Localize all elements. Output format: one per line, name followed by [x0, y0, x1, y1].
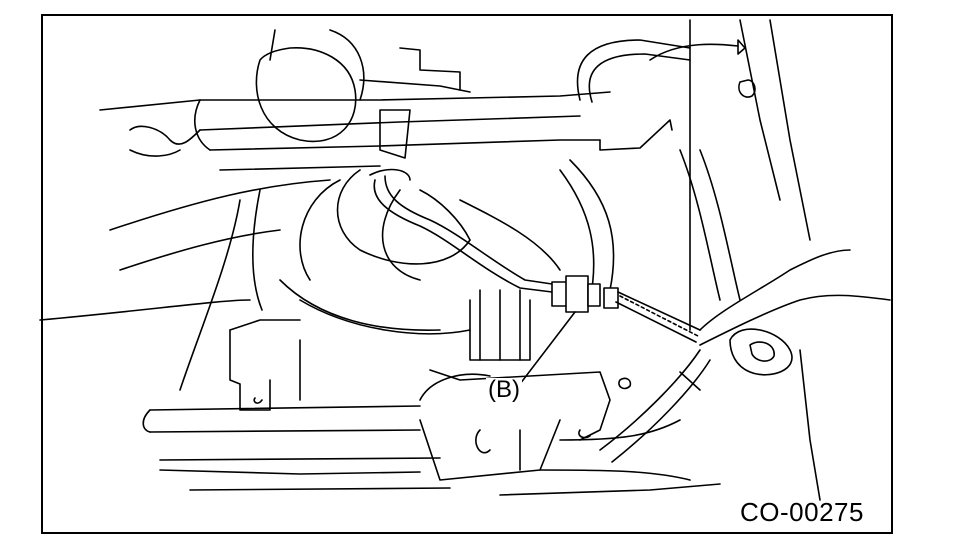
background-structure	[39, 179, 331, 391]
figure-code: CO-00275	[740, 497, 864, 527]
reservoir-tank	[255, 29, 365, 143]
diagram-frame	[41, 14, 893, 534]
right-body-panel	[576, 19, 891, 501]
lower-frame-rails	[142, 289, 721, 496]
radiator-hose	[279, 159, 615, 335]
upper-cross-member	[99, 47, 611, 171]
sensor-harness	[369, 168, 553, 293]
connector-b	[551, 275, 701, 343]
callout-label-b: (B)	[486, 376, 522, 403]
callout-leader	[519, 311, 576, 385]
